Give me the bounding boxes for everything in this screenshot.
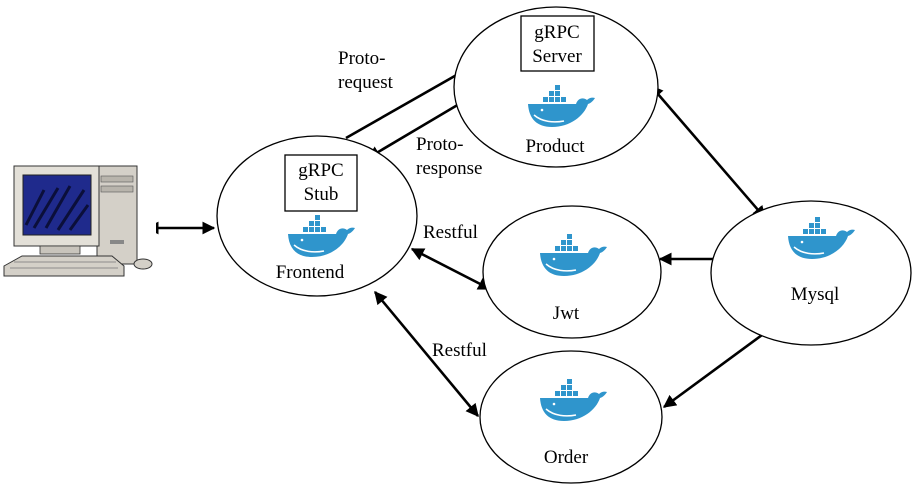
frontend-label: Frontend — [276, 262, 345, 283]
edge-frontend-jwt — [410, 247, 492, 291]
node-order: Order — [479, 350, 663, 484]
restful-jwt-label: Restful — [423, 222, 478, 243]
grpc-stub-line2: Stub — [304, 184, 339, 205]
node-jwt: Jwt — [482, 205, 662, 339]
proto-response-label-1: Proto- — [416, 134, 464, 155]
jwt-label: Jwt — [553, 303, 580, 324]
order-label: Order — [544, 447, 589, 468]
product-label: Product — [525, 136, 585, 157]
edge-product-mysql — [650, 85, 766, 219]
grpc-server-line2: Server — [532, 46, 582, 67]
proto-response-label-2: response — [416, 158, 482, 179]
mysql-label: Mysql — [791, 284, 840, 305]
restful-order-label: Restful — [432, 340, 487, 361]
grpc-stub-line1: gRPC — [298, 160, 343, 181]
grpc-server-box — [520, 15, 595, 72]
grpc-server-line1: gRPC — [534, 22, 579, 43]
desktop-computer-icon — [0, 152, 156, 280]
node-mysql: Mysql — [710, 200, 912, 346]
edge-frontend-order — [373, 290, 480, 418]
proto-request-label-2: request — [338, 72, 394, 93]
edge-order-mysql — [662, 322, 779, 409]
proto-request-label-1: Proto- — [338, 48, 386, 69]
grpc-stub-box — [284, 154, 358, 212]
node-product: gRPC Server Product — [453, 6, 659, 168]
node-frontend: gRPC Stub Frontend — [216, 135, 418, 297]
